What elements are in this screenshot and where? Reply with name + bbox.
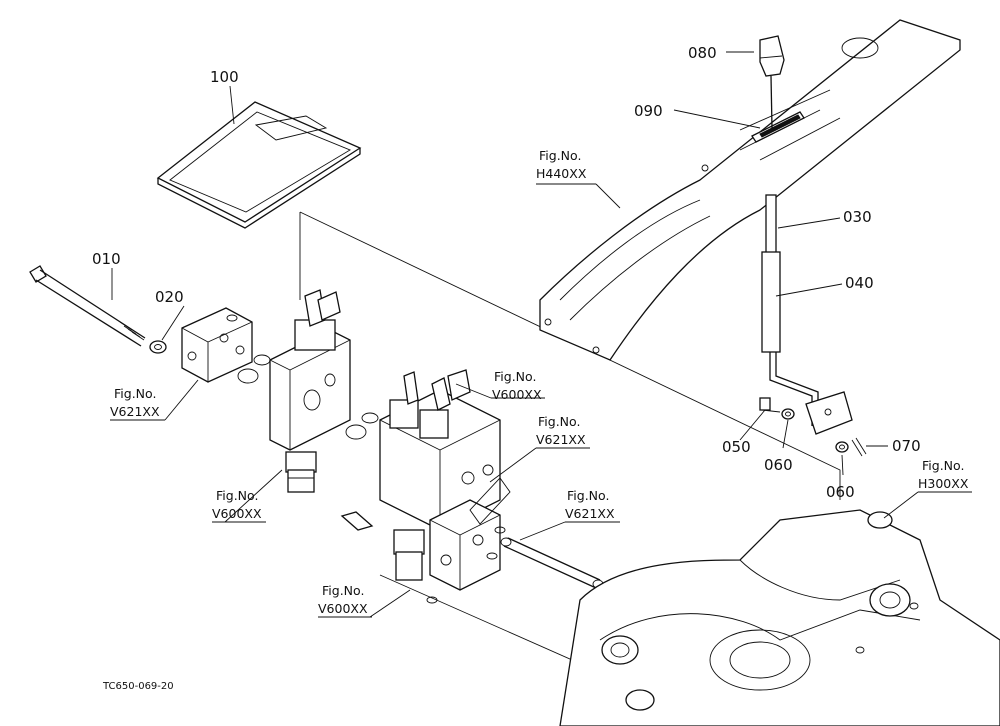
hydraulic-housing (559, 509, 1000, 726)
end-plate (181, 307, 253, 383)
figref-v600-left: Fig.No. V600XX (212, 488, 262, 521)
valve-lower-block (340, 477, 511, 604)
control-rod-030-040 (761, 194, 853, 435)
washer-020 (149, 340, 167, 354)
figref-h440: Fig.No. H440XX (536, 148, 587, 181)
part-label-060-b: 060 (826, 483, 855, 501)
lever-guide-plate (539, 19, 961, 361)
figref-v621-low: Fig.No. V621XX (565, 488, 615, 521)
cotter-pin-070 (851, 437, 867, 457)
washer-060-b (835, 441, 849, 453)
part-label-030: 030 (843, 208, 872, 226)
svg-text:V621XX: V621XX (110, 404, 160, 419)
part-label-020: 020 (155, 288, 184, 306)
svg-text:Fig.No.: Fig.No. (494, 369, 536, 384)
figref-v621-mid: Fig.No. V621XX (536, 414, 586, 447)
svg-text:V600XX: V600XX (492, 387, 542, 402)
figref-v600-bottom: Fig.No. V600XX (318, 583, 368, 616)
part-label-040: 040 (845, 274, 874, 292)
svg-text:V600XX: V600XX (318, 601, 368, 616)
svg-text:H300XX: H300XX (918, 476, 969, 491)
svg-text:V600XX: V600XX (212, 506, 262, 521)
part-label-080: 080 (688, 44, 717, 62)
svg-text:Fig.No.: Fig.No. (216, 488, 258, 503)
spool-shaft (486, 526, 616, 595)
figref-v600-top: Fig.No. V600XX (492, 369, 542, 402)
lever-knob-080 (759, 35, 785, 129)
figref-h300: Fig.No. H300XX (918, 458, 969, 491)
svg-text:Fig.No.: Fig.No. (539, 148, 581, 163)
assembly-outline (299, 211, 841, 500)
part-label-090: 090 (634, 102, 663, 120)
valve-section-2 (345, 369, 501, 531)
part-label-070: 070 (892, 437, 921, 455)
pin-050 (759, 397, 781, 413)
svg-text:V621XX: V621XX (536, 432, 586, 447)
drawing-code: TC650-069-20 (102, 681, 174, 692)
svg-text:Fig.No.: Fig.No. (922, 458, 964, 473)
svg-text:Fig.No.: Fig.No. (567, 488, 609, 503)
manual-booklet (156, 101, 362, 229)
svg-text:Fig.No.: Fig.No. (538, 414, 580, 429)
svg-text:Fig.No.: Fig.No. (114, 386, 156, 401)
leader-lines (110, 51, 972, 618)
part-label-060-a: 060 (764, 456, 793, 474)
figref-v621-left: Fig.No. V621XX (110, 386, 160, 419)
bolt-010 (29, 265, 146, 347)
svg-text:Fig.No.: Fig.No. (322, 583, 364, 598)
part-label-010: 010 (92, 250, 121, 268)
valve-section-1 (237, 289, 351, 451)
part-label-050: 050 (722, 438, 751, 456)
part-label-100: 100 (210, 68, 239, 86)
fitting-lower-left (285, 451, 317, 493)
washer-060-a (781, 408, 795, 420)
svg-text:V621XX: V621XX (565, 506, 615, 521)
svg-text:H440XX: H440XX (536, 166, 587, 181)
